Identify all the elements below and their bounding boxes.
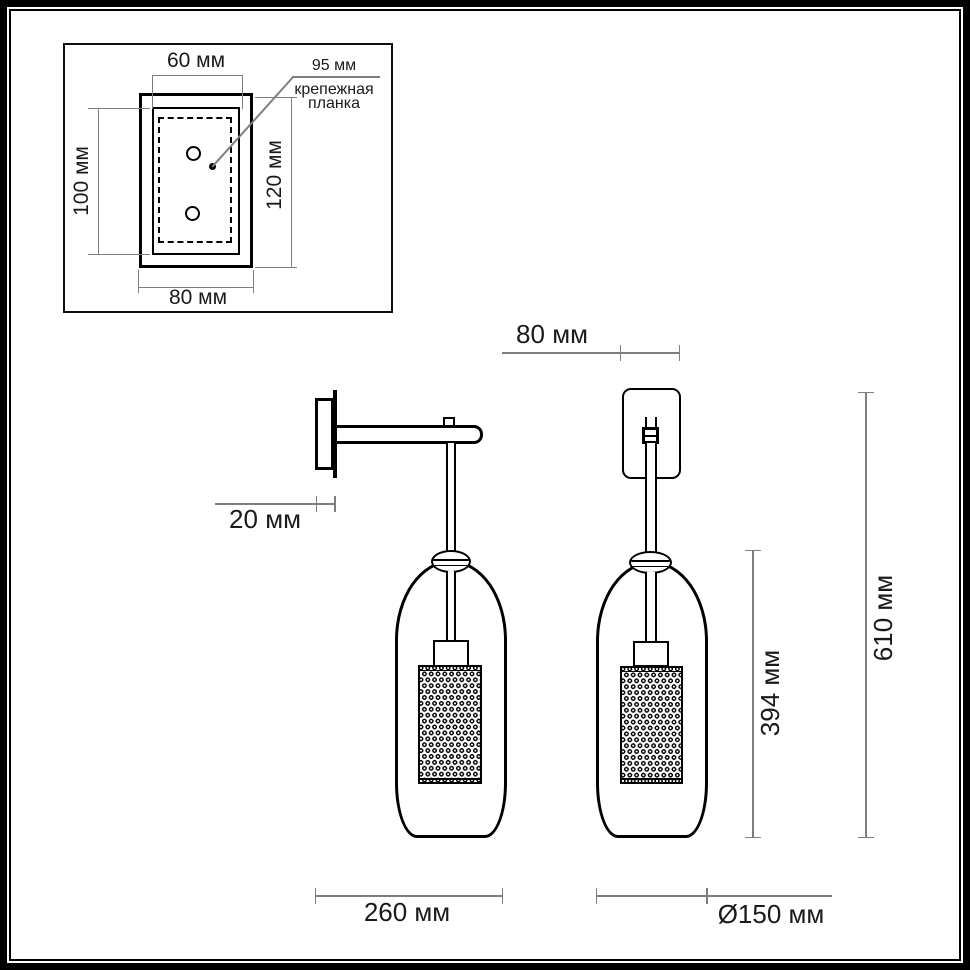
dim-label-100: 100 мм bbox=[70, 146, 93, 216]
side-view-glass-top-fitting bbox=[431, 550, 471, 573]
dim-line-120 bbox=[290, 97, 293, 267]
screw-hole-top bbox=[186, 146, 201, 161]
dim-label-95: 95 мм bbox=[311, 57, 357, 74]
front-view-stem-inner bbox=[644, 572, 657, 643]
dim-tick-260-right bbox=[501, 888, 504, 904]
dim-tick-150-right bbox=[706, 888, 708, 904]
callout-label-line2: планка bbox=[308, 95, 360, 112]
dim-label-610: 610 мм bbox=[868, 574, 898, 662]
detail-panel-frame bbox=[63, 43, 393, 313]
callout-label-line1: крепежная bbox=[294, 81, 374, 98]
side-view-mesh-diffuser bbox=[417, 665, 482, 784]
dim-tick-610-bottom bbox=[858, 836, 874, 839]
glass-top-rim-line bbox=[433, 559, 469, 561]
mounting-plate-inner bbox=[152, 107, 240, 255]
dim-tick-80-left bbox=[619, 345, 622, 361]
dim-line-394 bbox=[752, 550, 754, 838]
glass-top-rim-line bbox=[433, 564, 469, 567]
dim-label-80-main: 80 мм bbox=[516, 319, 588, 349]
dim-ext-80-right bbox=[252, 270, 255, 293]
dim-tick-80-right bbox=[678, 345, 681, 361]
dim-ext-80-left bbox=[137, 270, 140, 293]
front-view-socket bbox=[632, 641, 669, 667]
dim-line-260 bbox=[315, 895, 503, 897]
front-view-glass-top-fitting bbox=[629, 551, 672, 574]
dim-ext-60-right bbox=[241, 74, 244, 109]
dim-line-610 bbox=[865, 392, 867, 838]
dim-line-80-main bbox=[502, 352, 680, 354]
dim-tick-394-top bbox=[745, 549, 761, 552]
dim-label-150: Ø150 мм bbox=[717, 899, 825, 929]
dim-label-120: 120 мм bbox=[263, 140, 286, 210]
dim-tick-394-bottom bbox=[745, 836, 761, 839]
screw-hole-bottom bbox=[185, 206, 200, 221]
inner-border-line bbox=[9, 9, 961, 961]
dim-ext-100-top bbox=[88, 107, 150, 110]
mounting-bar-dashed-outline bbox=[158, 117, 232, 243]
dim-line-100 bbox=[97, 108, 100, 254]
dim-tick-20-right bbox=[334, 496, 336, 512]
side-view-stem-upper bbox=[445, 443, 456, 553]
glass-top-rim-line bbox=[631, 560, 670, 562]
dim-label-80-detail: 80 мм bbox=[168, 286, 228, 309]
glass-top-rim-line bbox=[631, 565, 670, 568]
dim-label-60: 60 мм bbox=[166, 49, 226, 72]
front-view-mesh-diffuser bbox=[619, 666, 683, 784]
dim-line-80-detail bbox=[138, 286, 253, 289]
side-view-canopy bbox=[315, 398, 334, 470]
dim-ext-120-bottom bbox=[255, 266, 297, 269]
front-view-stem-upper bbox=[644, 443, 657, 554]
dim-label-394: 394 мм bbox=[755, 649, 785, 737]
front-view-stem-collar bbox=[641, 427, 659, 444]
side-view-socket bbox=[433, 640, 469, 667]
dim-tick-610-top bbox=[858, 391, 874, 394]
dim-ext-100-bottom bbox=[88, 253, 150, 256]
dim-ext-60-left bbox=[151, 74, 154, 109]
dim-tick-150-left bbox=[595, 888, 598, 904]
dim-line-20 bbox=[215, 503, 336, 505]
dim-tick-20-left bbox=[315, 496, 318, 512]
dim-line-60 bbox=[152, 74, 242, 77]
dim-line-150 bbox=[596, 895, 832, 897]
side-view-stem-inner bbox=[445, 571, 456, 642]
collar-mid-line bbox=[644, 435, 656, 437]
dim-label-260: 260 мм bbox=[363, 897, 451, 927]
dim-label-20: 20 мм bbox=[229, 504, 301, 534]
callout-leader-horizontal bbox=[292, 76, 380, 78]
dim-ext-120-top bbox=[255, 96, 297, 99]
side-view-arm bbox=[334, 425, 483, 444]
dim-tick-260-left bbox=[314, 888, 317, 904]
